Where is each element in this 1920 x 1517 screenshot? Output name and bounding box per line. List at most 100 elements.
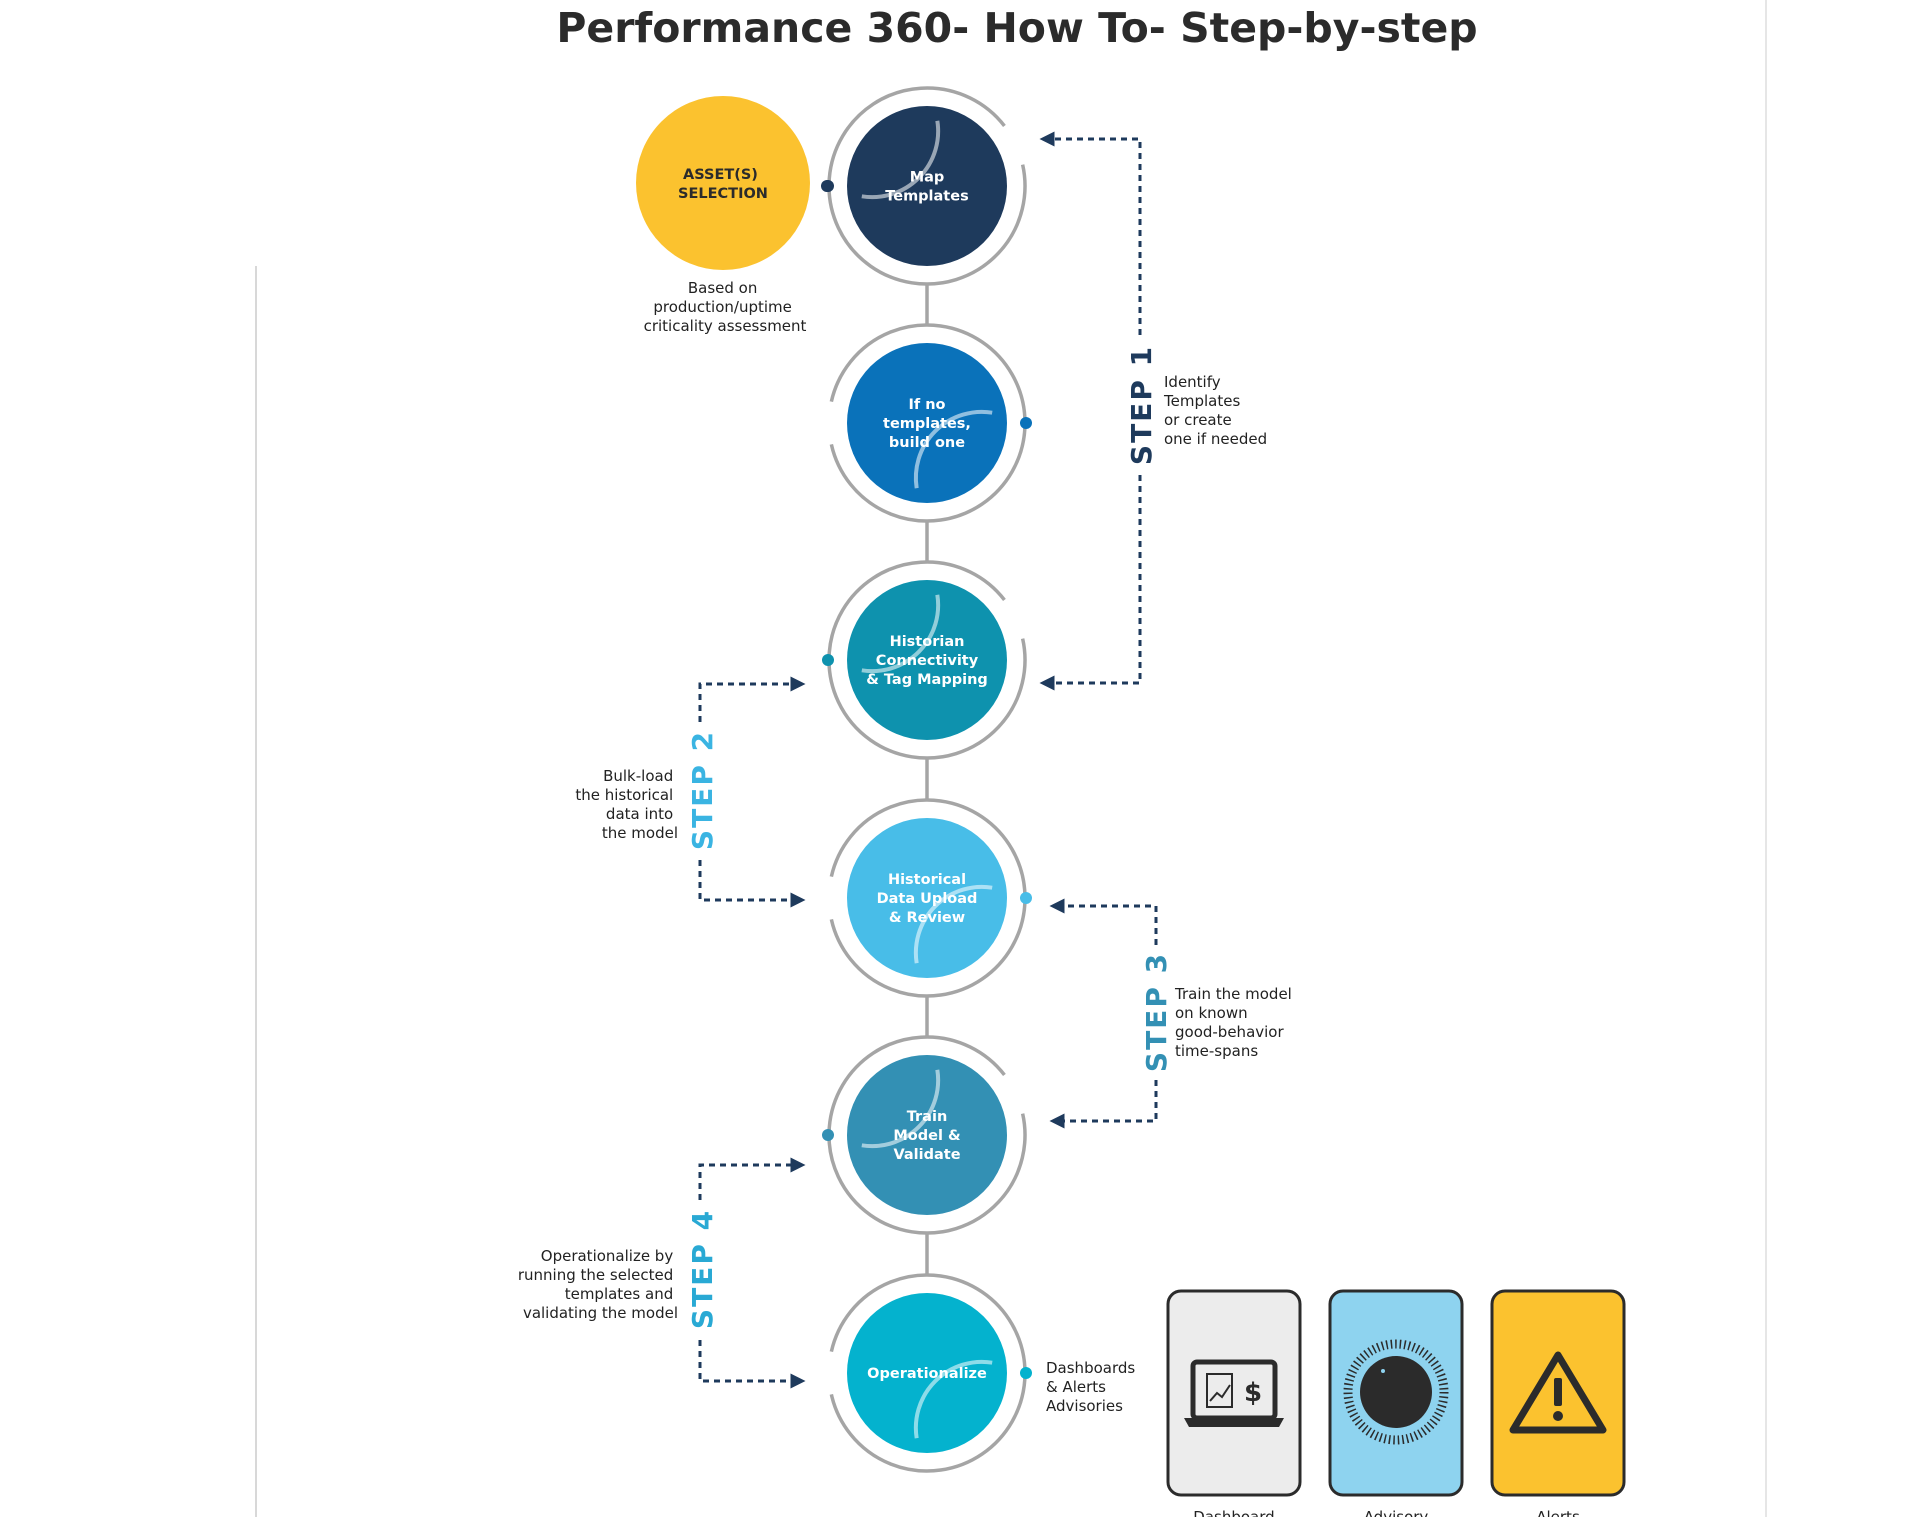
step-2-bracket-upper bbox=[698, 676, 806, 722]
output-card-dashboard: $ Dashboard bbox=[1166, 1289, 1302, 1517]
step-3-bracket-lower bbox=[1049, 1080, 1158, 1129]
svg-text:$: $ bbox=[1244, 1378, 1262, 1408]
step-4-note: Operationalize by running the selected t… bbox=[518, 1247, 678, 1322]
node-circle bbox=[847, 1055, 1007, 1215]
asset-label-line: ASSET(S) bbox=[683, 167, 758, 183]
connector-dot bbox=[822, 654, 834, 666]
dial-knob-icon bbox=[1343, 1339, 1449, 1445]
node-label-line: build one bbox=[889, 435, 965, 451]
connector-dot bbox=[1020, 1367, 1032, 1379]
step-3-note-line: Train the model bbox=[1174, 985, 1292, 1003]
step-2-note-line: the model bbox=[602, 824, 678, 842]
step-2-note-line: Bulk-load bbox=[603, 767, 673, 785]
step-3-label: STEP 3 bbox=[1140, 952, 1173, 1072]
asset-label-line: SELECTION bbox=[678, 186, 768, 202]
node-inner-arc bbox=[913, 409, 993, 489]
node-inner-arc bbox=[913, 884, 993, 964]
node-inner-arc bbox=[861, 1069, 941, 1149]
outputs-note-line: Advisories bbox=[1046, 1397, 1123, 1415]
asset-selection-label: ASSET(S) SELECTION bbox=[678, 167, 768, 202]
step-4-group: STEP 4 Operationalize by running the sel… bbox=[518, 1157, 806, 1389]
step-1-bracket bbox=[1039, 131, 1142, 335]
asset-note-line: Based on bbox=[688, 279, 758, 297]
node-label-line: If no bbox=[908, 397, 945, 413]
warning-triangle-icon bbox=[1509, 1351, 1607, 1434]
step-1-bracket-lower bbox=[1039, 475, 1142, 691]
step-3-note-line: good-behavior bbox=[1175, 1023, 1284, 1041]
step-2-note-line: the historical bbox=[575, 786, 673, 804]
node-inner-arc bbox=[861, 594, 941, 674]
asset-selection-circle bbox=[636, 96, 810, 270]
node-label-line: & Review bbox=[889, 910, 965, 926]
node-outer-ring bbox=[827, 1035, 1027, 1235]
output-label: Advisory bbox=[1364, 1508, 1429, 1517]
output-card-alerts: Alerts bbox=[1490, 1289, 1626, 1517]
node-label: If no templates, build one bbox=[883, 397, 971, 451]
step-1-note-line: Templates bbox=[1163, 392, 1240, 410]
connector-dot bbox=[822, 1129, 834, 1141]
step-4-bracket-lower bbox=[698, 1340, 806, 1389]
step-1-note-line: Identify bbox=[1164, 373, 1221, 391]
step-1-note-line: or create bbox=[1164, 411, 1232, 429]
step-1-group: STEP 1 Identify Templates or create one … bbox=[1039, 131, 1267, 691]
node-label-line: Map bbox=[910, 170, 945, 186]
node-outer-ring bbox=[827, 86, 1027, 286]
node-circle bbox=[847, 580, 1007, 740]
step-4-bracket-upper bbox=[698, 1157, 806, 1200]
page-title: Performance 360- How To- Step-by-step bbox=[556, 4, 1477, 52]
step-3-note-line: on known bbox=[1175, 1004, 1248, 1022]
step-4-label: STEP 4 bbox=[686, 1209, 719, 1329]
outputs-note-line: & Alerts bbox=[1046, 1378, 1106, 1396]
node-label-line: Historian bbox=[890, 634, 965, 650]
node-circle bbox=[847, 1293, 1007, 1453]
node-inner-arc bbox=[861, 120, 941, 200]
outputs-note: Dashboards & Alerts Advisories bbox=[1046, 1359, 1140, 1415]
node-outer-ring bbox=[827, 560, 1027, 760]
connector-dot bbox=[1020, 892, 1032, 904]
step-1-note: Identify Templates or create one if need… bbox=[1163, 373, 1267, 448]
node-label-line: Data Upload bbox=[877, 891, 978, 907]
step-1-label: STEP 1 bbox=[1125, 345, 1158, 465]
step-4-note-line: templates and bbox=[565, 1285, 674, 1303]
step-2-note-line: data into bbox=[606, 805, 673, 823]
step-3-note-line: time-spans bbox=[1175, 1042, 1258, 1060]
node-label-line: Train bbox=[907, 1109, 948, 1125]
asset-note-line: criticality assessment bbox=[644, 317, 807, 335]
asset-note-line: production/uptime bbox=[653, 298, 792, 316]
outputs-note-line: Dashboards bbox=[1046, 1359, 1135, 1377]
node-label-line: Connectivity bbox=[876, 653, 979, 669]
asset-selection: ASSET(S) SELECTION Based on production/u… bbox=[636, 96, 833, 335]
node-circle bbox=[847, 106, 1007, 266]
flow-node: Operationalize bbox=[829, 1273, 1032, 1473]
output-card-advisory: Advisory bbox=[1328, 1289, 1464, 1517]
step-4-note-line: Operationalize by bbox=[541, 1247, 674, 1265]
step-1-note-line: one if needed bbox=[1164, 430, 1267, 448]
step-2-label: STEP 2 bbox=[686, 730, 719, 850]
asset-note: Based on production/uptime criticality a… bbox=[644, 279, 807, 335]
step-4-note-line: running the selected bbox=[518, 1266, 673, 1284]
node-label-line: templates, bbox=[883, 416, 971, 432]
output-label: Dashboard bbox=[1193, 1508, 1274, 1517]
connector-dot bbox=[1020, 417, 1032, 429]
step-3-group: STEP 3 Train the model on known good-beh… bbox=[1049, 898, 1292, 1129]
node-inner-arc bbox=[913, 1359, 993, 1439]
node-label-line: Operationalize bbox=[867, 1366, 987, 1382]
connector-dot bbox=[821, 180, 833, 192]
step-2-group: STEP 2 Bulk-load the historical data int… bbox=[575, 676, 806, 908]
node-label-line: Historical bbox=[888, 872, 966, 888]
node-circle bbox=[847, 818, 1007, 978]
node-label-line: Templates bbox=[885, 189, 968, 205]
node-circle bbox=[847, 343, 1007, 503]
output-label: Alerts bbox=[1536, 1508, 1580, 1517]
step-2-bracket-lower bbox=[698, 860, 806, 908]
